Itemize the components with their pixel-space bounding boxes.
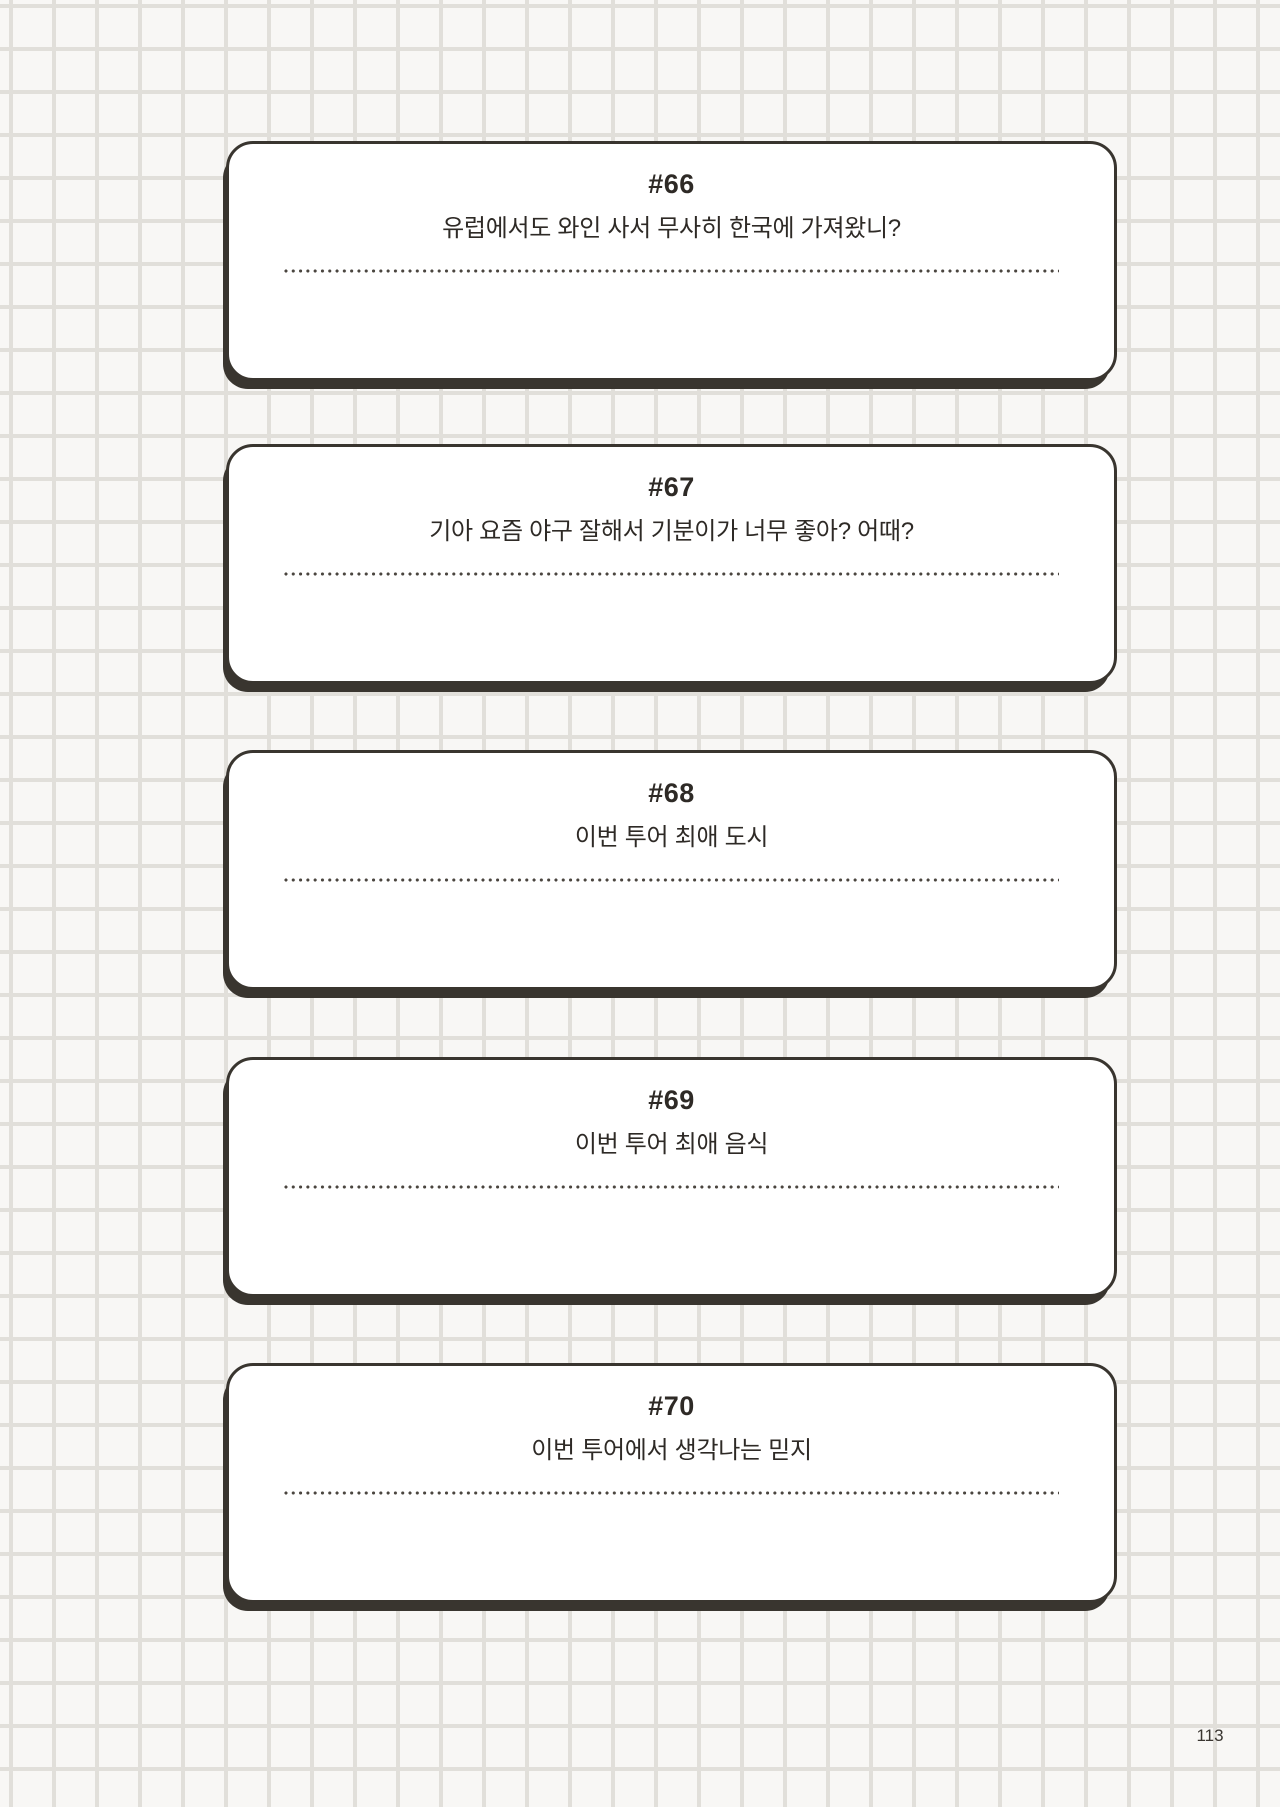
card-question: 유럽에서도 와인 사서 무사히 한국에 가져왔니? [442, 215, 901, 242]
question-card: #66 유럽에서도 와인 사서 무사히 한국에 가져왔니? [226, 141, 1117, 381]
card-question: 이번 투어 최애 음식 [574, 1131, 769, 1158]
card-question: 이번 투어 최애 도시 [574, 824, 769, 851]
question-card: #68 이번 투어 최애 도시 [226, 750, 1117, 990]
answer-line [284, 269, 1059, 273]
question-card: #70 이번 투어에서 생각나는 믿지 [226, 1363, 1117, 1603]
answer-line [284, 878, 1059, 882]
card-question: 이번 투어에서 생각나는 믿지 [531, 1437, 812, 1464]
card-number: #69 [648, 1085, 695, 1115]
card-question: 기아 요즘 야구 잘해서 기분이가 너무 좋아? 어때? [429, 518, 914, 545]
question-card: #67 기아 요즘 야구 잘해서 기분이가 너무 좋아? 어때? [226, 444, 1117, 684]
answer-line [284, 572, 1059, 576]
question-card: #69 이번 투어 최애 음식 [226, 1057, 1117, 1297]
answer-line [284, 1185, 1059, 1189]
card-number: #70 [648, 1391, 695, 1421]
answer-line [284, 1491, 1059, 1495]
card-number: #66 [648, 169, 695, 199]
card-number: #67 [648, 472, 695, 502]
page-number: 113 [1196, 1726, 1224, 1745]
card-number: #68 [648, 778, 695, 808]
